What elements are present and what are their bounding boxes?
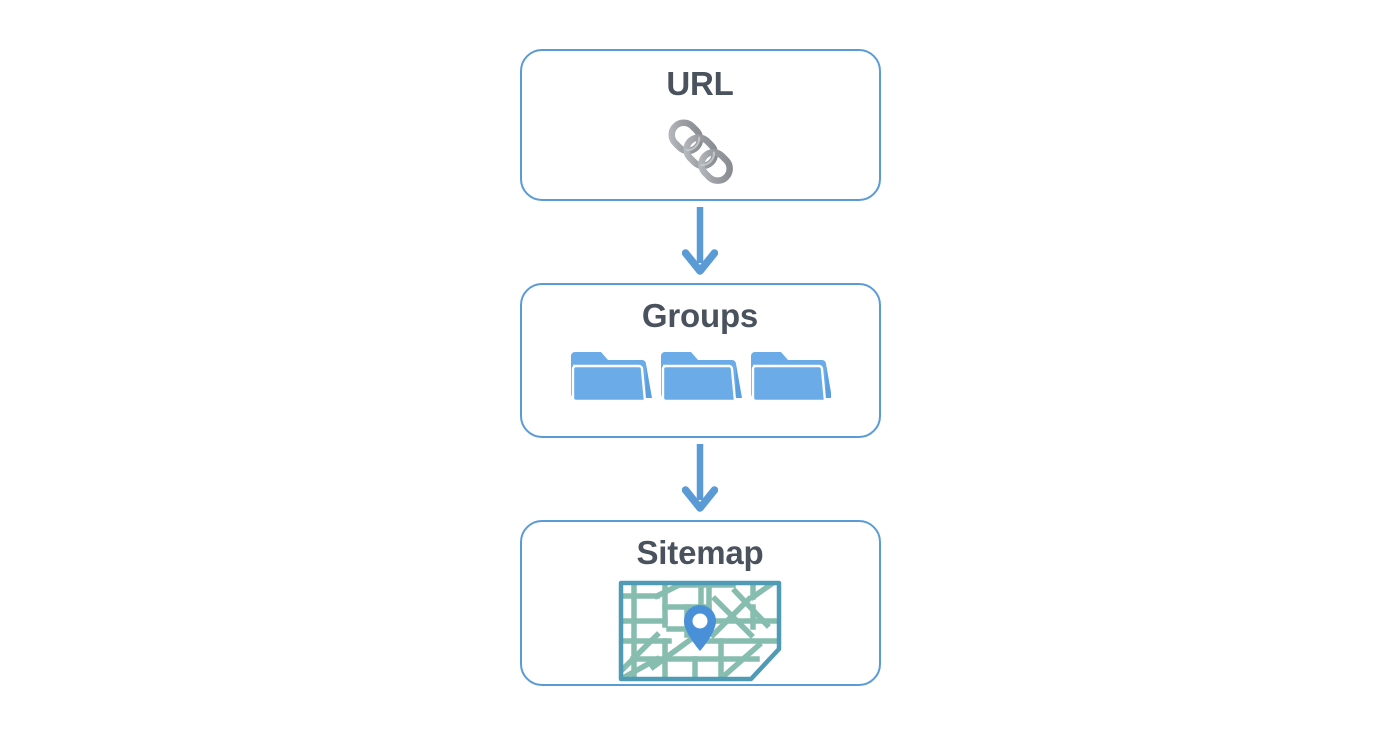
down-arrow-icon bbox=[682, 207, 718, 275]
flow-column: URL bbox=[519, 49, 881, 686]
node-url-icon-wrap bbox=[522, 108, 879, 194]
node-url-title: URL bbox=[666, 65, 734, 102]
node-groups[interactable]: Groups bbox=[519, 283, 881, 438]
node-sitemap[interactable]: Sitemap bbox=[519, 520, 881, 686]
down-arrow-icon bbox=[682, 444, 718, 512]
connector-url-to-groups-wrap bbox=[682, 201, 718, 283]
location-pin-icon bbox=[684, 605, 716, 652]
map-outline bbox=[618, 581, 782, 682]
node-groups-title: Groups bbox=[641, 297, 759, 334]
chain-link-icon bbox=[668, 119, 733, 185]
node-sitemap-title: Sitemap bbox=[636, 534, 764, 571]
map-pin-icon bbox=[618, 581, 782, 682]
map-roads bbox=[621, 583, 779, 680]
node-sitemap-icon-wrap bbox=[522, 579, 879, 685]
folders-icon bbox=[569, 351, 831, 403]
connector-groups-to-sitemap-wrap bbox=[682, 438, 718, 520]
node-groups-icon-wrap bbox=[522, 342, 879, 408]
node-url[interactable]: URL bbox=[519, 49, 881, 201]
